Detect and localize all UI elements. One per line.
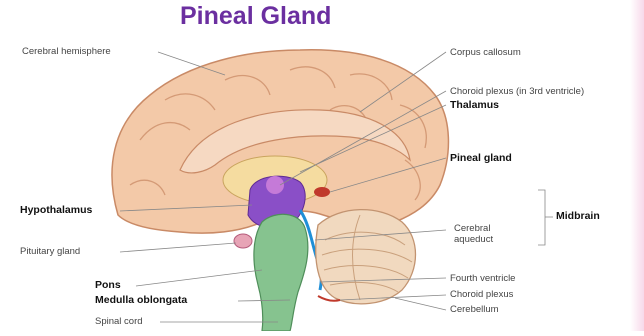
label-fourth-ventricle: Fourth ventricle — [450, 273, 515, 284]
label-medulla-oblongata: Medulla oblongata — [95, 295, 187, 306]
label-corpus-callosum: Corpus callosum — [450, 47, 521, 58]
choroid-plexus-3rd — [266, 176, 284, 194]
label-pineal-gland: Pineal gland — [450, 153, 512, 164]
pineal-gland — [314, 187, 330, 197]
label-cerebral-hemisphere: Cerebral hemisphere — [22, 46, 111, 57]
label-cerebellum: Cerebellum — [450, 304, 499, 315]
pituitary-gland — [234, 234, 252, 248]
label-thalamus: Thalamus — [450, 100, 499, 111]
label-cerebral-aqueduct: Cerebral aqueduct — [454, 223, 514, 245]
label-hypothalamus: Hypothalamus — [20, 205, 92, 216]
label-choroid-plexus-3rd: Choroid plexus (in 3rd ventricle) — [450, 86, 584, 97]
label-choroid-plexus: Choroid plexus — [450, 289, 513, 300]
edge-gradient — [630, 0, 644, 331]
brainstem — [254, 214, 308, 331]
label-pons: Pons — [95, 280, 121, 291]
label-pituitary-gland: Pituitary gland — [20, 246, 80, 257]
label-spinal-cord: Spinal cord — [95, 316, 143, 327]
label-midbrain: Midbrain — [556, 211, 600, 222]
page-title: Pineal Gland — [180, 2, 331, 31]
